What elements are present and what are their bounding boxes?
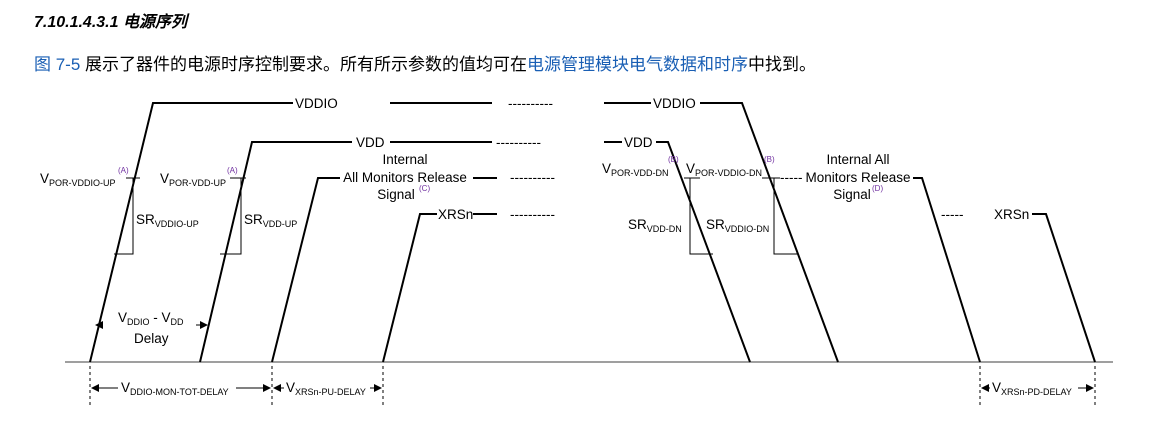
vddio-label-dn: VDDIO [653,96,696,111]
note-a-1: (A) [118,166,129,175]
note-a-2: (A) [227,166,238,175]
xrsn-short-dash: ----- [941,207,963,222]
vddio-label-up: VDDIO [295,96,338,111]
vpor-vddio-up-label: VPOR-VDDIO-UP [40,171,116,188]
vddio-vdd-delay-word: Delay [134,331,169,346]
monitors-dn-line2: Monitors Release [805,170,910,185]
note-b-1: (B) [668,155,679,164]
sr-vddio-up-label: SRVDDIO-UP [136,212,199,229]
intro-text-2: 中找到。 [748,55,817,74]
monitors-dn-line3: Signal [833,187,871,202]
intro-paragraph: 图 7-5 展示了器件的电源时序控制要求。所有所示参数的值均可在电源管理模块电气… [34,50,816,75]
xrsn-label-dn: XRSn [994,207,1029,222]
xrsn-pd-delay-label: VXRSn-PD-DELAY [992,380,1072,397]
vdd-dots: ---------- [496,135,541,150]
slew-rate-triangles [114,178,797,255]
note-b-2: (B) [764,155,775,164]
vddio-vdd-delay-label: VDDIO - VDD [118,310,184,327]
figure-link[interactable]: 图 7-5 [34,55,81,74]
vddio-waveform [89,102,839,363]
vpor-vdd-dn-label: VPOR-VDD-DN [602,161,669,178]
sr-vdd-up-label: SRVDD-UP [244,212,297,229]
intro-text-1: 展示了器件的电源时序控制要求。所有所示参数的值均可在 [80,55,528,74]
vdd-label-up: VDD [356,135,385,150]
vddio-mon-tot-delay-label: VDDIO-MON-TOT-DELAY [121,380,229,397]
vpor-vdd-up-label: VPOR-VDD-UP [160,171,226,188]
note-c: (C) [419,184,430,193]
monitors-up-line2: All Monitors Release [343,170,467,185]
vdd-waveform [199,141,751,363]
section-heading: 7.10.1.4.3.1 电源序列 [34,8,187,32]
vdd-label-dn: VDD [624,135,653,150]
xrsn-label-up: XRSn [438,207,473,222]
monitors-short-dash: ----- [780,170,802,185]
xrsn-waveform [382,213,1096,363]
xrsn-pu-delay-label: VXRSn-PU-DELAY [286,380,366,397]
vpor-vddio-dn-label: VPOR-VDDIO-DN [686,161,762,178]
delay-guide-lines [89,366,1096,408]
monitors-dn-line1: Internal All [826,152,889,167]
section-title: 电源序列 [122,14,187,31]
section-number: 7.10.1.4.3.1 [34,14,119,31]
sr-vddio-dn-label: SRVDDIO-DN [706,217,769,234]
sr-vdd-dn-label: SRVDD-DN [628,217,682,234]
monitors-up-line3: Signal [377,187,415,202]
monitors-dots: ---------- [510,170,555,185]
monitors-up-line1: Internal [382,152,427,167]
vddio-dots: ---------- [508,96,553,111]
note-d: (D) [872,184,883,193]
monitors-release-waveform [271,177,981,363]
timing-data-link[interactable]: 电源管理模块电气数据和时序 [527,55,749,74]
xrsn-dots: ---------- [510,207,555,222]
